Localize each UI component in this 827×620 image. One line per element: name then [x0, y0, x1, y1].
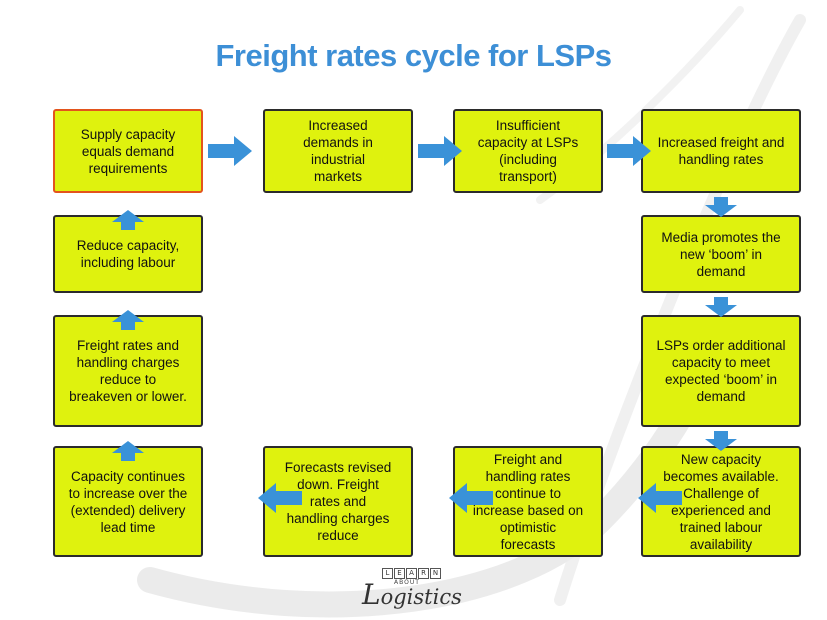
cycle-step-line: reduce to — [99, 372, 157, 387]
diagram-title: Freight rates cycle for LSPs — [215, 38, 612, 73]
cycle-step-line: Increased — [308, 118, 368, 133]
cycle-step-line: demand — [696, 263, 746, 279]
cycle-step-4: Increased freight and handling rates — [641, 109, 801, 193]
cycle-step-line: experienced and — [671, 502, 771, 518]
flow-arrow-left-icon — [638, 483, 682, 513]
arrow-shape — [418, 136, 462, 166]
cycle-step-line: to increase over the — [68, 485, 188, 501]
cycle-step-line: Insufficient — [495, 118, 561, 133]
cycle-step-line: becomes available. — [663, 468, 779, 484]
cycle-step-line: Supply capacity — [80, 126, 176, 142]
cycle-step-line: requirements — [88, 160, 168, 176]
cycle-step-line: transport) — [499, 169, 557, 184]
cycle-step-line: New capacity — [680, 451, 762, 467]
arrow-shape — [112, 441, 144, 461]
arrow-shape — [705, 197, 737, 217]
cycle-step-line: handling rates — [678, 152, 764, 167]
cycle-step-line: reduce — [317, 528, 359, 543]
flow-arrow-right-icon — [607, 136, 651, 166]
cycle-step-line: handling charges — [76, 355, 180, 370]
arrow-shape — [638, 483, 682, 513]
logo-letter-tile: N — [430, 568, 441, 579]
arrow-shape — [112, 210, 144, 230]
flow-arrow-up-icon — [112, 441, 144, 461]
cycle-step-line: expected ‘boom’ in — [664, 372, 778, 387]
cycle-step-line: availability — [689, 536, 753, 552]
arrow-shape — [449, 483, 493, 513]
cycle-step-line: handling rates — [485, 468, 571, 484]
flow-arrow-up-icon — [112, 210, 144, 230]
arrow-shape — [705, 297, 737, 317]
cycle-step-11: Freight rates and handling charges reduce … — [53, 315, 203, 427]
cycle-step-line: capacity to meet — [671, 355, 771, 370]
cycle-step-2: Increased demands in industrial markets — [263, 109, 413, 193]
logo-letter-tile: R — [418, 568, 429, 579]
flow-arrow-up-icon — [112, 310, 144, 330]
arrow-shape — [607, 136, 651, 166]
cycle-step-line: LSPs order additional — [656, 338, 786, 353]
cycle-step-3: Insufficient capacity at LSPs (including tr… — [453, 109, 603, 193]
cycle-step-line: increase based on — [472, 502, 584, 518]
cycle-step-6: LSPs order additional capacity to meet exp… — [641, 315, 801, 427]
flow-arrow-left-icon — [449, 483, 493, 513]
cycle-step-line: capacity at LSPs — [477, 135, 579, 150]
cycle-step-line: trained labour — [679, 519, 763, 535]
logo-word-rest: ogistics — [380, 585, 462, 609]
cycle-step-line: Freight rates and — [76, 338, 180, 353]
cycle-step-line: new ‘boom’ in — [679, 246, 763, 262]
arrow-shape — [112, 310, 144, 330]
cycle-step-9: Forecasts revised down. Freight rates and h… — [263, 446, 413, 557]
cycle-step-line: industrial — [310, 152, 365, 167]
cycle-step-line: demand — [696, 389, 746, 404]
arrow-shape — [258, 483, 302, 513]
cycle-step-line: (extended) delivery — [70, 502, 186, 518]
cycle-step-line: Challenge of — [683, 485, 759, 501]
cycle-step-line: including labour — [80, 255, 176, 270]
cycle-step-line: Reduce capacity, — [76, 238, 180, 253]
arrow-shape — [705, 431, 737, 451]
flow-arrow-down-icon — [705, 297, 737, 317]
cycle-step-line: handling charges — [286, 511, 390, 526]
flow-arrow-right-icon — [208, 136, 252, 166]
cycle-step-line: Capacity continues — [70, 468, 186, 484]
cycle-step-line: equals demand — [81, 143, 175, 159]
cycle-step-line: Media promotes the — [661, 229, 781, 245]
logo-wordmark: Logistics — [362, 578, 462, 611]
logo-letter-tile: E — [394, 568, 405, 579]
logo-about-text: ABOUT — [394, 579, 420, 586]
cycle-step-line: rates and — [309, 494, 367, 509]
cycle-step-line: optimistic — [499, 519, 557, 535]
flow-arrow-left-icon — [258, 483, 302, 513]
cycle-step-line: Increased freight and — [657, 135, 785, 150]
cycle-step-line: demands in — [303, 135, 373, 150]
cycle-step-line: breakeven or lower. — [69, 389, 187, 404]
cycle-step-line: continue to — [494, 485, 562, 501]
cycle-step-line: down. Freight — [297, 477, 379, 492]
cycle-step-line: (including — [499, 152, 557, 167]
flow-arrow-down-icon — [705, 431, 737, 451]
cycle-step-line: lead time — [100, 519, 156, 535]
logo-letter-tile: A — [406, 568, 417, 579]
flow-arrow-right-icon — [418, 136, 462, 166]
cycle-step-line: Freight and — [493, 451, 563, 467]
cycle-step-line: forecasts — [500, 536, 556, 552]
logo-letter-tile: L — [382, 568, 393, 579]
arrow-shape — [208, 136, 252, 166]
cycle-step-line: Forecasts revised — [284, 460, 392, 475]
flow-arrow-down-icon — [705, 197, 737, 217]
logo-initial: L — [362, 578, 381, 611]
cycle-step-line: markets — [313, 169, 362, 184]
